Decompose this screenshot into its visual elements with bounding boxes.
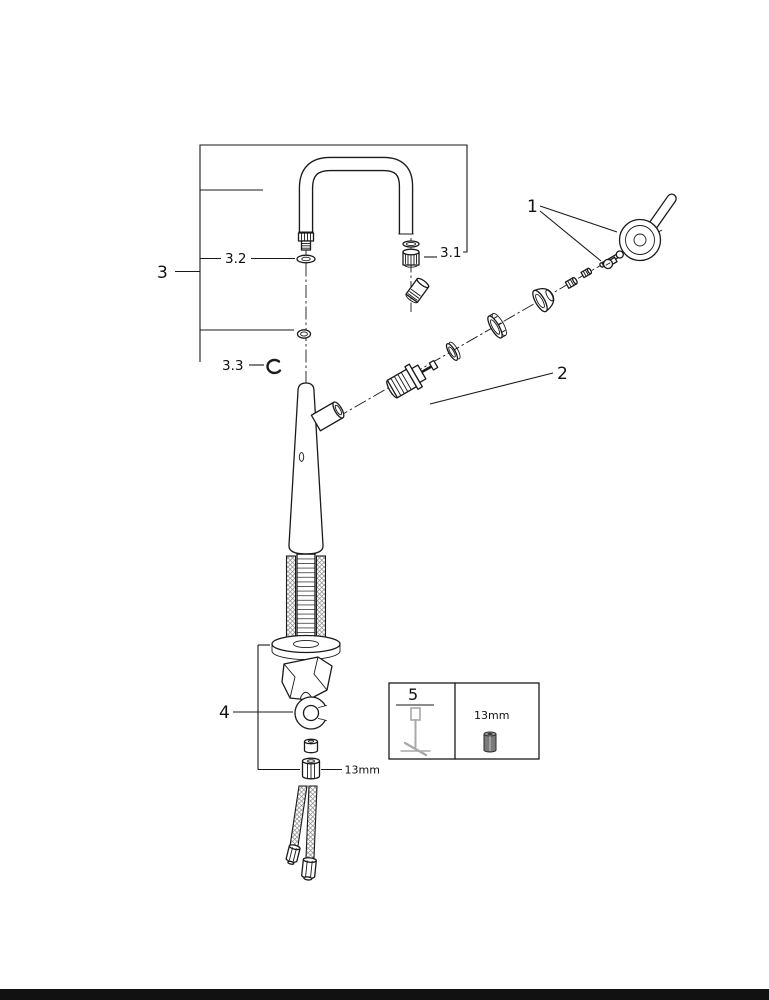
- slide-ring: [296, 329, 312, 339]
- spout-connector: [297, 232, 315, 251]
- callout-bracket-1: [539, 205, 618, 262]
- cartridge-port: [310, 401, 345, 432]
- tool-box-frame: [388, 682, 540, 760]
- cartridge-seal-ring: [445, 341, 461, 362]
- handle-screws: [580, 256, 618, 279]
- callout-5: 5: [408, 685, 418, 704]
- callout-3-1: 3.1: [440, 245, 461, 261]
- supply-hoses-lower: [289, 785, 318, 859]
- cartridge: [386, 359, 439, 399]
- aerator-housing-3-1: [402, 248, 420, 268]
- callout-3-2: 3.2: [225, 251, 246, 267]
- grub-screw: [564, 276, 578, 289]
- horseshoe-washer: [294, 696, 334, 730]
- socket-wrench-tool-icon: [400, 707, 431, 757]
- cartridge-retainer-ring: [487, 313, 507, 339]
- callout-1: 1: [527, 197, 538, 217]
- callout-3: 3: [157, 263, 168, 283]
- aerator-washer: [402, 240, 420, 248]
- handle: [618, 193, 677, 262]
- retaining-clip-3-3: [266, 358, 282, 375]
- base-ring: [271, 634, 341, 660]
- mounting-nut: [301, 757, 321, 780]
- tool-size-note: 13mm: [474, 709, 509, 722]
- callout-bracket-4: [233, 644, 300, 771]
- callout-leader-2: [429, 372, 554, 405]
- o-ring-3-2: [296, 254, 316, 264]
- footer-bar: [0, 989, 769, 1000]
- hose-fitting-left: [285, 844, 301, 865]
- callout-2: 2: [557, 364, 568, 384]
- hose-fitting-bottom: [301, 857, 317, 881]
- spacer-sleeve: [303, 738, 319, 754]
- threaded-shank: [296, 553, 316, 643]
- cap-ring: [532, 287, 555, 313]
- callout-4: 4: [219, 703, 230, 723]
- mounting-bracket: [281, 656, 333, 701]
- nut-size-note: 13mm: [345, 764, 380, 777]
- callout-bracket-3: [175, 144, 468, 366]
- tool-box-5: 5 13mm: [388, 682, 540, 760]
- mousseur: [405, 277, 430, 304]
- spout: [298, 156, 414, 235]
- callout-3-3: 3.3: [222, 358, 243, 374]
- hex-socket-bit-icon: [483, 731, 497, 753]
- faucet-body: [288, 382, 324, 555]
